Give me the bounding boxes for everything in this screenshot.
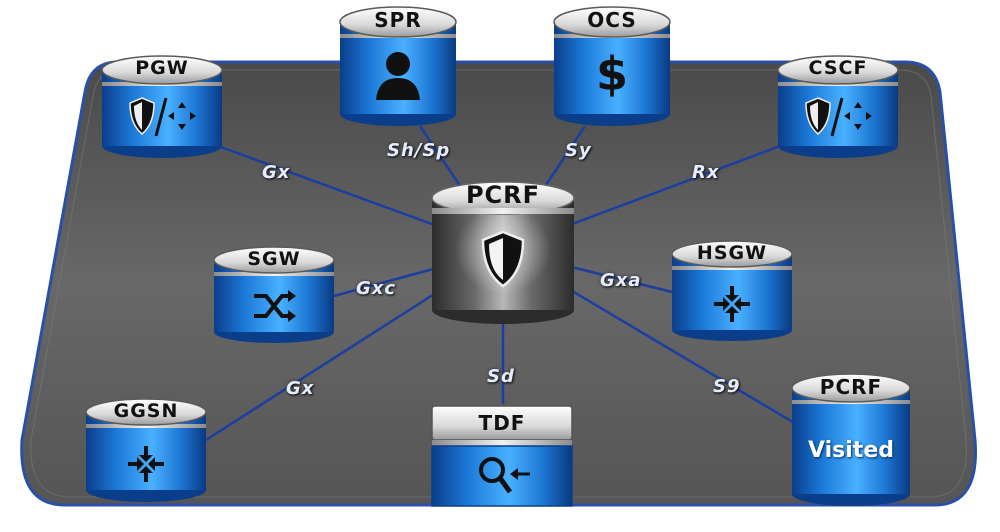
- pcrf-center-label: PCRF: [465, 181, 541, 209]
- interface-label-rx: Rx: [692, 162, 720, 183]
- interface-label-gxa: Gxa: [600, 270, 642, 291]
- ggsn-node: GGSN: [84, 396, 208, 504]
- cscf-node: CSCF: [776, 52, 900, 160]
- dollar-icon: $: [595, 47, 628, 101]
- ocs-node: OCS $: [552, 2, 672, 128]
- pcrf-center-node: PCRF: [428, 178, 578, 326]
- converge-arrows-icon: [712, 284, 752, 324]
- converge-arrows-icon: [126, 444, 166, 484]
- spr-node: SPR: [338, 2, 458, 128]
- sgw-node: SGW: [212, 244, 336, 344]
- cscf-label: CSCF: [808, 57, 868, 79]
- interface-label-s9: S9: [713, 376, 741, 397]
- interface-label-sy: Sy: [565, 140, 592, 161]
- tdf-label: TDF: [478, 411, 526, 435]
- hsgw-label: HSGW: [696, 242, 768, 264]
- interface-label-gx-pgw: Gx: [262, 162, 291, 183]
- shield-arrows-icon: [804, 94, 874, 138]
- sgw-label: SGW: [247, 248, 301, 270]
- spr-label: SPR: [374, 8, 422, 32]
- visited-text: Visited: [807, 438, 894, 463]
- pcrf-visited-node: PCRF Visited: [790, 370, 912, 508]
- pgw-node: PGW: [100, 52, 224, 160]
- interface-label-sh-sp: Sh/Sp: [387, 140, 451, 161]
- tdf-node: TDF: [430, 404, 574, 508]
- shield-arrows-icon: [128, 94, 198, 138]
- magnifier-icon: [476, 454, 532, 498]
- user-icon: [374, 48, 422, 100]
- pgw-label: PGW: [135, 57, 189, 79]
- pcrf-visited-label: PCRF: [819, 375, 883, 399]
- interface-label-sd: Sd: [487, 366, 515, 387]
- ocs-label: OCS: [587, 8, 637, 32]
- ggsn-label: GGSN: [113, 400, 179, 422]
- interface-label-gxc: Gxc: [356, 278, 397, 299]
- swap-arrows-icon: [250, 288, 298, 324]
- shield-icon: [479, 230, 527, 288]
- interface-label-gx-ggsn: Gx: [286, 378, 315, 399]
- hsgw-node: HSGW: [670, 238, 794, 342]
